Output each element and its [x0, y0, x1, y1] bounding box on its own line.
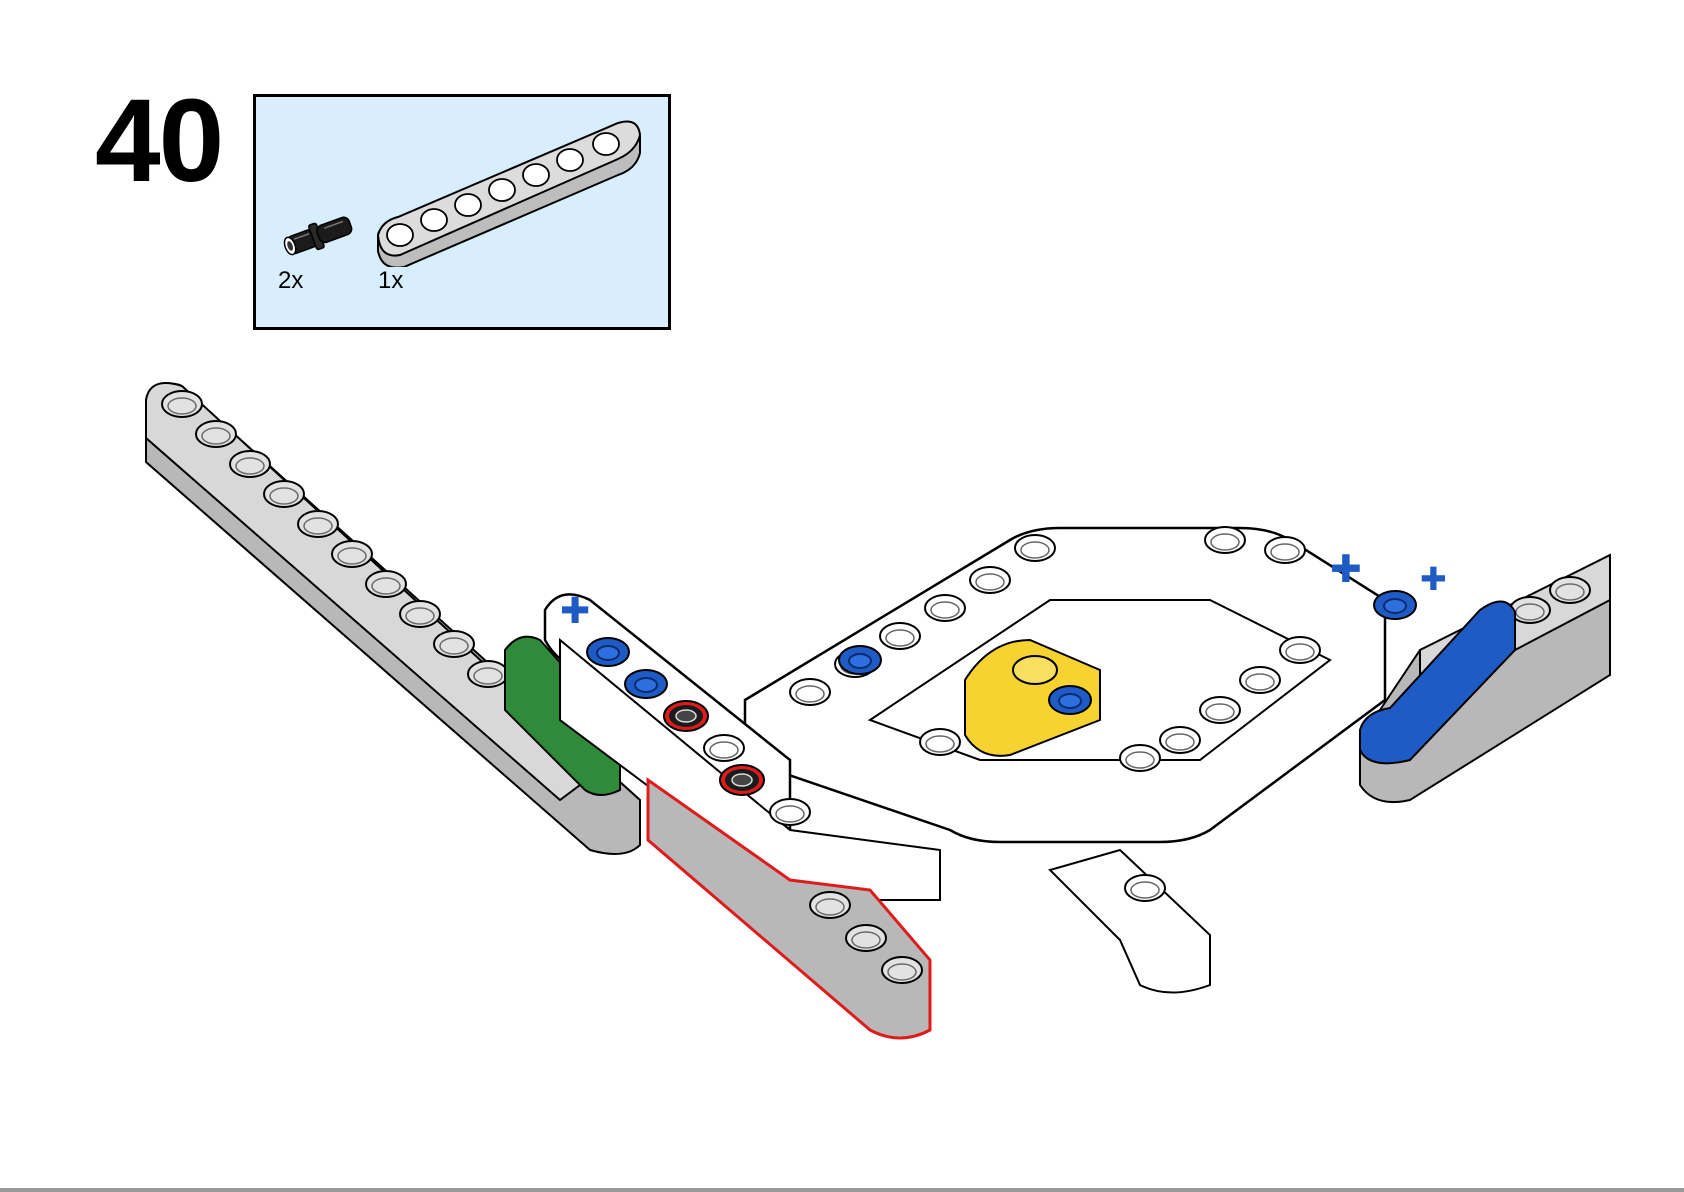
- axle-hole-icon: ✚: [1330, 547, 1362, 591]
- lower-white-beam: [1050, 850, 1210, 993]
- axle-hole-icon: ✚: [560, 591, 590, 632]
- axle-hole-icon: ✚: [1420, 560, 1447, 598]
- page-bottom-rule: [0, 1188, 1684, 1192]
